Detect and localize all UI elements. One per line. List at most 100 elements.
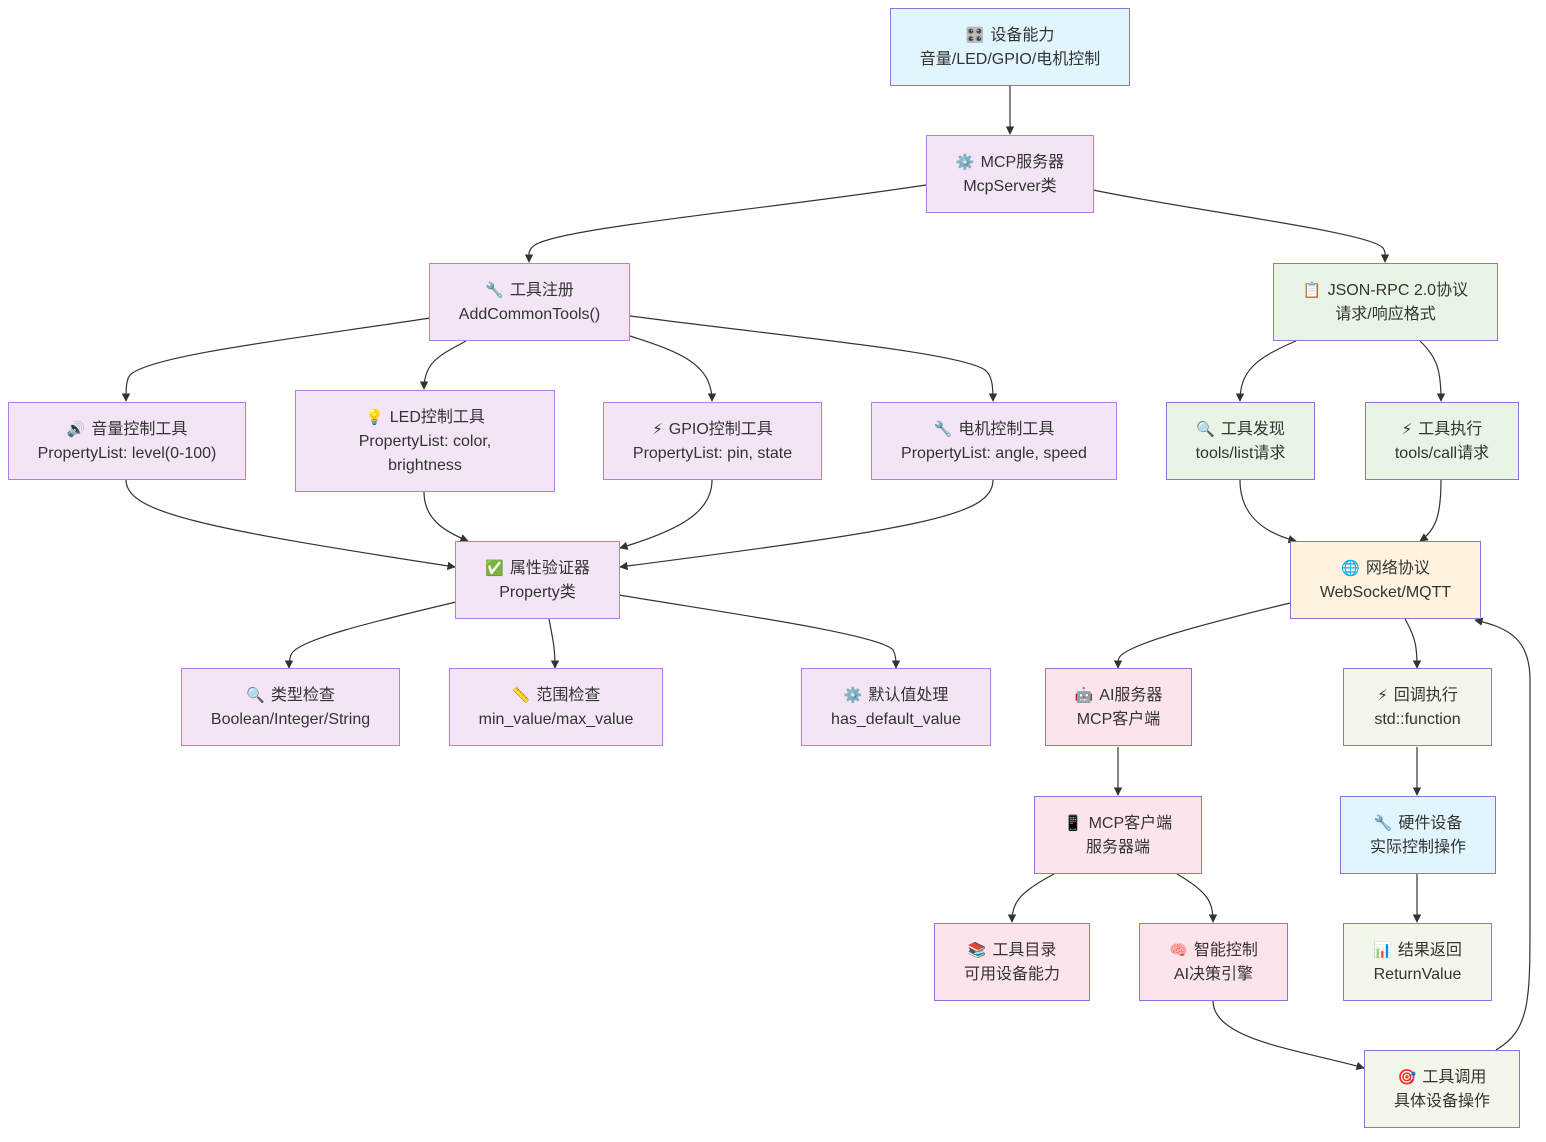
edge-reg-motor xyxy=(629,315,998,402)
light-bulb-icon: 💡 xyxy=(365,407,384,426)
books-icon: 📚 xyxy=(967,940,987,959)
node-callback-execution[interactable]: ⚡ 回调执行 std::function xyxy=(1343,668,1492,746)
lightning-icon: ⚡ xyxy=(652,419,663,438)
edge-validator-range xyxy=(548,618,560,669)
lightning-icon: ⚡ xyxy=(1377,685,1388,704)
wrench-icon: 🔧 xyxy=(933,419,953,438)
bar-chart-icon: 📊 xyxy=(1373,940,1392,959)
node-subtitle: std::function xyxy=(1374,710,1461,728)
node-subtitle: 具体设备操作 xyxy=(1393,1092,1490,1110)
node-title: GPIO控制工具 xyxy=(668,420,773,438)
node-subtitle: Property类 xyxy=(499,583,576,601)
edge-smart-call xyxy=(1212,1000,1365,1070)
edge-mcp-json xyxy=(1092,189,1390,263)
node-subtitle: AddCommonTools() xyxy=(458,305,601,323)
edge-gpio-validator xyxy=(619,479,713,550)
edge-client-smart xyxy=(1176,873,1218,923)
node-result-return[interactable]: 📊 结果返回 ReturnValue xyxy=(1343,923,1492,1001)
node-volume-tool[interactable]: 🔊音量控制工具 PropertyList: level(0-100) xyxy=(8,402,246,480)
edge-call-net xyxy=(1474,617,1531,1051)
node-subtitle: tools/call请求 xyxy=(1394,444,1490,462)
node-title: 工具发现 xyxy=(1220,420,1285,438)
node-title: 硬件设备 xyxy=(1398,814,1463,832)
wrench-icon: 🔧 xyxy=(1373,813,1393,832)
node-title: 默认值处理 xyxy=(868,686,949,704)
node-title: AI服务器 xyxy=(1099,686,1163,704)
node-title: 类型检查 xyxy=(270,686,335,704)
node-ai-server[interactable]: 🤖 AI服务器 MCP客户端 xyxy=(1045,668,1192,746)
node-network-protocol[interactable]: 🌐 网络协议 WebSocket/MQTT xyxy=(1290,541,1481,619)
edge-reg-vol xyxy=(121,317,431,402)
wrench-icon: 🔧 xyxy=(485,280,504,299)
node-property-validator[interactable]: ✅ 属性验证器 Property类 xyxy=(455,541,620,619)
node-range-check[interactable]: 📏范围检查 min_value/max_value xyxy=(449,668,663,746)
node-subtitle: ReturnValue xyxy=(1373,965,1462,983)
node-json-rpc[interactable]: 📋 JSON-RPC 2.0协议 请求/响应格式 xyxy=(1273,263,1498,341)
node-subtitle: PropertyList: level(0-100) xyxy=(37,444,217,462)
edge-exec-net xyxy=(1419,479,1442,542)
target-icon: 🎯 xyxy=(1397,1067,1417,1086)
node-title: 工具目录 xyxy=(992,941,1057,959)
speaker-icon: 🔊 xyxy=(66,419,86,438)
node-subtitle: PropertyList: color, brightness xyxy=(358,432,492,474)
globe-icon: 🌐 xyxy=(1341,558,1360,577)
edge-mcp-reg xyxy=(524,184,927,263)
gear-icon: ⚙️ xyxy=(843,685,863,704)
node-subtitle: PropertyList: pin, state xyxy=(632,444,793,462)
node-title: 回调执行 xyxy=(1393,686,1458,704)
node-subtitle: Boolean/Integer/String xyxy=(210,710,371,728)
node-title: 范围检查 xyxy=(536,686,601,704)
node-tool-discovery[interactable]: 🔍工具发现 tools/list请求 xyxy=(1166,402,1315,480)
mobile-phone-icon: 📱 xyxy=(1063,813,1083,832)
node-led-tool[interactable]: 💡LED控制工具 PropertyList: color, brightness xyxy=(295,390,555,492)
node-tool-catalog[interactable]: 📚工具目录 可用设备能力 xyxy=(934,923,1090,1001)
node-subtitle: PropertyList: angle, speed xyxy=(901,444,1087,462)
node-tool-call[interactable]: 🎯工具调用 具体设备操作 xyxy=(1364,1050,1520,1128)
edge-net-ai xyxy=(1113,602,1291,669)
node-title: 设备能力 xyxy=(990,26,1055,44)
node-subtitle: McpServer类 xyxy=(963,177,1057,195)
node-subtitle: 音量/LED/GPIO/电机控制 xyxy=(919,50,1101,68)
node-title: 网络协议 xyxy=(1365,559,1430,577)
node-title: 工具注册 xyxy=(509,281,574,299)
gear-icon: ⚙️ xyxy=(955,152,975,171)
edge-validator-type xyxy=(284,601,457,669)
brain-icon: 🧠 xyxy=(1169,940,1188,959)
node-tool-execution[interactable]: ⚡工具执行 tools/call请求 xyxy=(1365,402,1519,480)
lightning-icon: ⚡ xyxy=(1401,419,1413,438)
magnifier-icon: 🔍 xyxy=(246,685,265,704)
node-type-check[interactable]: 🔍 类型检查 Boolean/Integer/String xyxy=(181,668,400,746)
node-default-value[interactable]: ⚙️默认值处理 has_default_value xyxy=(801,668,991,746)
node-title: 电机控制工具 xyxy=(958,420,1055,438)
edge-discover-net xyxy=(1239,479,1297,544)
node-mcp-server[interactable]: ⚙️MCP服务器 McpServer类 xyxy=(926,135,1094,213)
node-subtitle: MCP客户端 xyxy=(1076,710,1161,728)
edge-motor-validator xyxy=(619,479,994,571)
edge-json-discover xyxy=(1235,340,1297,402)
check-mark-icon: ✅ xyxy=(485,558,504,577)
node-tool-registration[interactable]: 🔧 工具注册 AddCommonTools() xyxy=(429,263,630,341)
edge-reg-gpio xyxy=(629,335,717,402)
node-title: JSON-RPC 2.0协议 xyxy=(1327,281,1469,299)
edge-net-cb xyxy=(1404,618,1422,669)
node-subtitle: WebSocket/MQTT xyxy=(1319,583,1452,601)
node-hardware-device[interactable]: 🔧硬件设备 实际控制操作 xyxy=(1340,796,1496,874)
node-mcp-client[interactable]: 📱MCP客户端 服务器端 xyxy=(1034,796,1202,874)
edge-validator-def xyxy=(618,594,901,669)
control-knobs-icon: 🎛️ xyxy=(965,25,985,44)
edge-client-catalog xyxy=(1007,873,1055,923)
node-subtitle: 请求/响应格式 xyxy=(1335,305,1436,323)
edge-json-exec xyxy=(1419,340,1446,402)
node-title: 属性验证器 xyxy=(509,559,590,577)
robot-icon: 🤖 xyxy=(1074,685,1094,704)
node-device-capability[interactable]: 🎛️ 设备能力 音量/LED/GPIO/电机控制 xyxy=(890,8,1130,86)
ruler-icon: 📏 xyxy=(511,685,531,704)
clipboard-icon: 📋 xyxy=(1302,280,1322,299)
node-smart-control[interactable]: 🧠智能控制 AI决策引擎 xyxy=(1139,923,1288,1001)
node-motor-tool[interactable]: 🔧 电机控制工具 PropertyList: angle, speed xyxy=(871,402,1117,480)
node-title: MCP客户端 xyxy=(1088,814,1173,832)
node-gpio-tool[interactable]: ⚡ GPIO控制工具 PropertyList: pin, state xyxy=(603,402,822,480)
node-title: 结果返回 xyxy=(1397,941,1462,959)
magnifier-icon: 🔍 xyxy=(1196,419,1215,438)
